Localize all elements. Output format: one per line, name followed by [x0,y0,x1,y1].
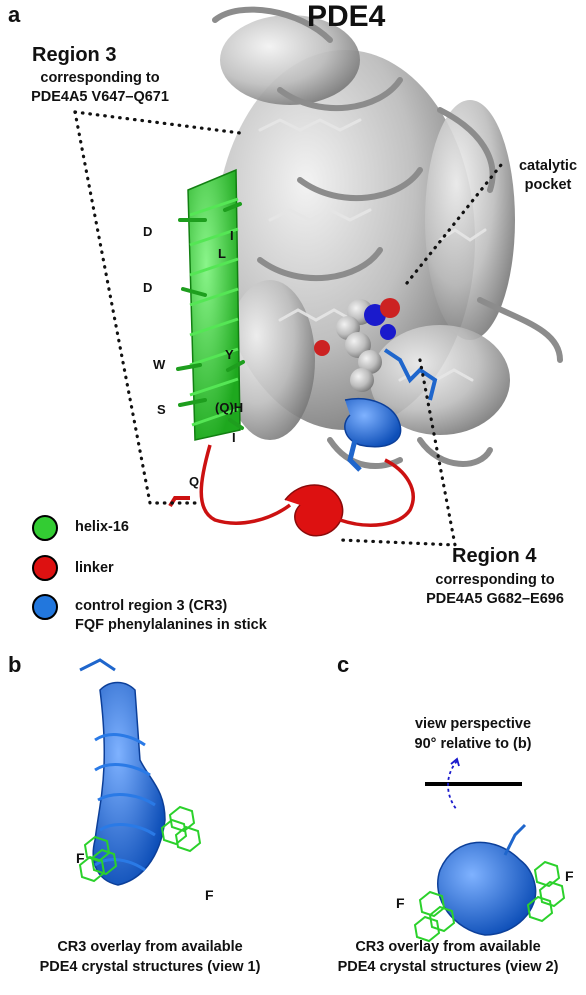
panel-b-f-label-2: F [205,887,214,903]
legend-swatch-helix16 [32,515,58,541]
legend-label-cr3-line2: FQF phenylalanines in stick [75,617,267,633]
region3-line2: PDE4A5 V647–Q671 [31,89,169,105]
panel-c-caption-line2: PDE4 crystal structures (view 2) [337,959,559,975]
residue-label-d1: D [143,224,153,239]
page-title: PDE4 [307,0,386,33]
catalytic-line1: catalytic [518,158,578,174]
residue-label-i1: I [230,228,234,243]
catalytic-line2: pocket [524,177,572,193]
cr3-overlay-view1 [78,658,202,886]
legend-label-helix16: helix-16 [75,519,129,535]
panel-c-letter: c [337,652,350,677]
panel-a-letter: a [8,2,21,27]
panel-c-f-label-1: F [396,895,405,911]
panel-b-caption-line1: CR3 overlay from available [57,939,243,955]
legend-swatch-cr3 [32,594,58,620]
region3-title: Region 3 [32,44,117,66]
pde4-protein-ribbon [212,6,563,469]
residue-label-q: Q [189,474,200,489]
cr3-overlay-view2 [413,757,566,943]
legend-swatch-linker [32,555,58,581]
panel-c-caption-line1: CR3 overlay from available [355,939,541,955]
legend-label-cr3: control region 3 (CR3) [75,598,228,614]
residue-label-i2: I [232,430,236,445]
residue-label-s: S [157,402,166,417]
panel-b-letter: b [8,652,22,677]
residue-label-w: W [153,357,166,372]
region4-line1: corresponding to [435,572,555,588]
helix-16-ribbon [176,168,245,441]
panel-b-f-label-1: F [76,850,85,866]
region4-line2: PDE4A5 G682–E696 [426,591,564,607]
panel-c-f-label-2: F [565,868,574,884]
linker-ribbon [168,444,415,537]
region-outline-dots [73,110,507,547]
perspective-line1: view perspective [414,716,532,732]
residue-label-d2: D [143,280,153,295]
ligand-spheres [314,298,400,392]
region3-line1: corresponding to [40,70,160,86]
residue-label-qh: (Q)H [215,400,244,415]
legend-label-linker: linker [75,560,114,576]
region4-title: Region 4 [452,545,537,567]
perspective-line2: 90° relative to (b) [414,736,532,752]
panel-b-caption-line2: PDE4 crystal structures (view 1) [39,959,261,975]
residue-label-l: L [218,246,226,261]
cr3-segment [344,348,438,472]
residue-label-y: Y [225,347,234,362]
